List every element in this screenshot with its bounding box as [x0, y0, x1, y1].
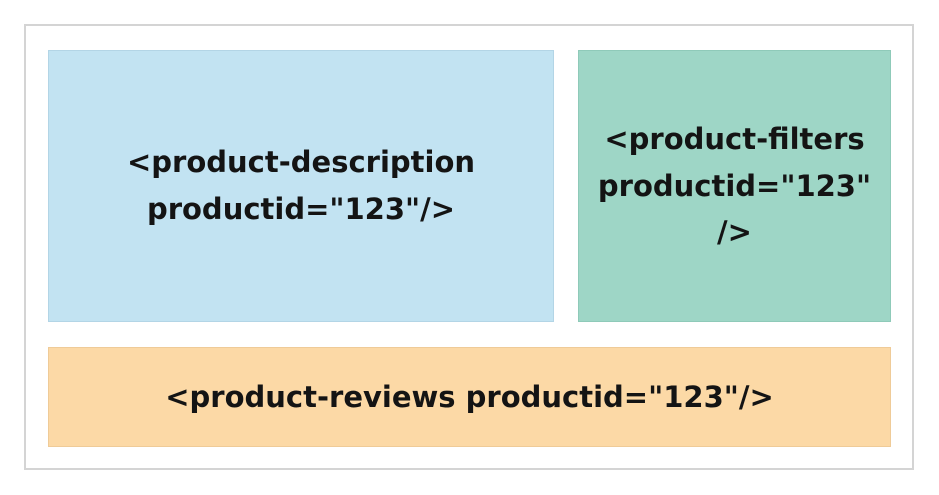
product-description-attr-line: productid="123"/>: [146, 192, 456, 226]
product-reviews-tag-line: <product-reviews productid="123"/>: [165, 379, 774, 414]
product-filters-label: <product-filters productid="123" />: [598, 116, 871, 257]
product-filters-attr-line: productid="123": [597, 168, 872, 203]
product-reviews-label: <product-reviews productid="123"/>: [165, 374, 774, 421]
product-filters-tag-line: <product-filters: [604, 121, 865, 156]
product-description-label: <product-description productid="123"/>: [127, 139, 475, 233]
product-description-tag-line: <product-description: [126, 145, 476, 180]
product-filters-close-line: />: [717, 215, 752, 250]
product-filters-component: <product-filters productid="123" />: [578, 50, 891, 322]
product-description-component: <product-description productid="123"/>: [48, 50, 554, 322]
product-reviews-component: <product-reviews productid="123"/>: [48, 347, 891, 447]
